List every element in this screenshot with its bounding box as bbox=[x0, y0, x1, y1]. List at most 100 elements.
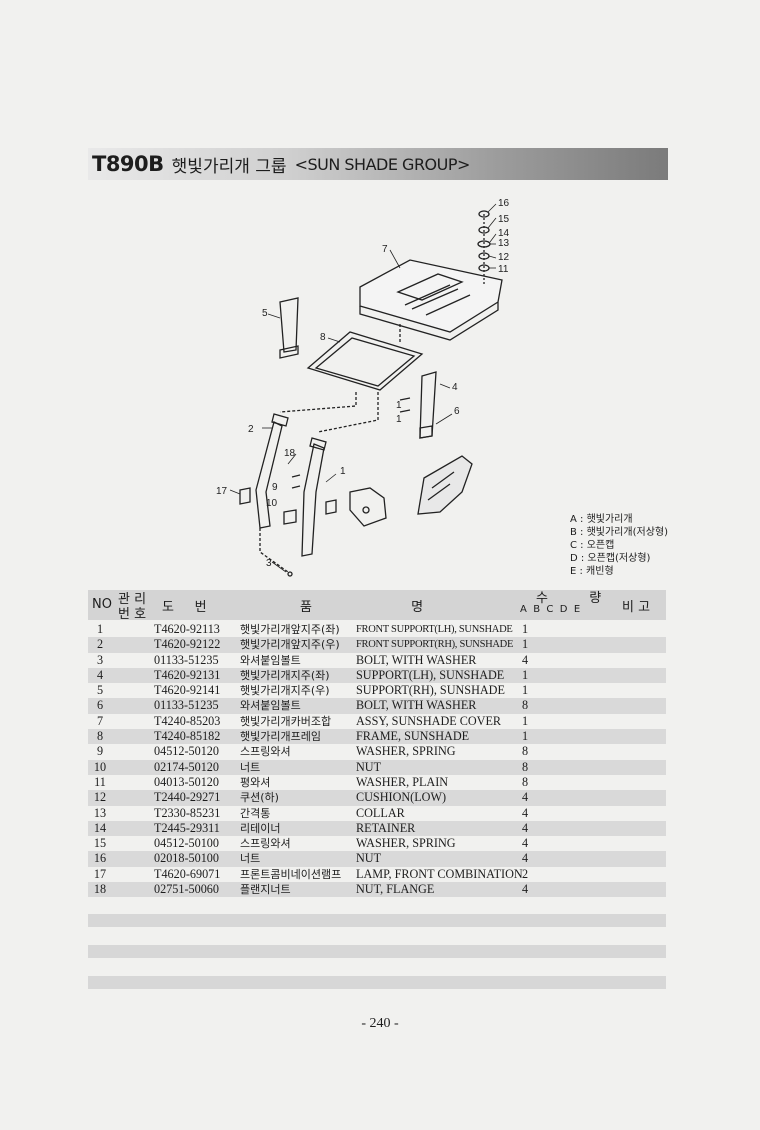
row-no: 10 bbox=[93, 759, 107, 774]
row-part-number: 04512-50120 bbox=[154, 744, 219, 759]
callout-7: 7 bbox=[382, 244, 388, 255]
row-name-kr: 프론트콤비네이션램프 bbox=[240, 867, 342, 881]
row-name-en: SUPPORT(LH), SUNSHADE bbox=[356, 667, 505, 682]
row-name-en: RETAINER bbox=[356, 820, 416, 835]
row-no: 7 bbox=[96, 713, 104, 728]
header-mgmt-1: 관 리 bbox=[118, 592, 147, 607]
callout-18: 18 bbox=[284, 448, 296, 459]
legend-item: C : 오픈캡 bbox=[570, 540, 615, 551]
legend-item: D : 오픈캡(저상형) bbox=[570, 553, 651, 564]
model-number: T890B bbox=[92, 152, 164, 176]
row-name-en: WASHER, PLAIN bbox=[356, 774, 449, 789]
row-no: 14 bbox=[93, 820, 107, 835]
empty-table-row bbox=[88, 945, 666, 958]
row-qty-a: 4 bbox=[521, 820, 529, 835]
callout-6: 6 bbox=[454, 406, 460, 417]
row-no: 18 bbox=[93, 882, 107, 897]
title-bar bbox=[88, 148, 668, 180]
header-qty-cols: A B C D E bbox=[520, 604, 581, 615]
callout-5: 5 bbox=[262, 308, 268, 319]
row-name-en: WASHER, SPRING bbox=[356, 836, 456, 851]
row-name-en: ASSY, SUNSHADE COVER bbox=[356, 713, 502, 728]
legend-item: E : 캐빈형 bbox=[570, 566, 614, 577]
row-qty-a: 4 bbox=[521, 790, 529, 805]
row-name-en: FRONT SUPPORT(RH), SUNSHADE bbox=[356, 639, 514, 651]
row-part-number: 01133-51235 bbox=[154, 652, 219, 667]
row-qty-a: 8 bbox=[521, 774, 529, 789]
callout-3: 3 bbox=[266, 558, 272, 569]
row-name-kr: 와셔붙임볼트 bbox=[240, 699, 301, 713]
row-no: 9 bbox=[96, 744, 104, 759]
row-part-number: T2445-29311 bbox=[154, 820, 220, 835]
row-name-en: WASHER, SPRING bbox=[356, 744, 456, 759]
row-qty-a: 1 bbox=[521, 622, 529, 636]
row-name-en: BOLT, WITH WASHER bbox=[356, 652, 477, 667]
callout-12: 12 bbox=[498, 252, 510, 263]
callout-4: 4 bbox=[452, 382, 458, 393]
row-name-kr: 리테이너 bbox=[240, 821, 281, 835]
legend-item: B : 햇빛가리개(저상형) bbox=[570, 527, 668, 538]
row-name-en: CUSHION(LOW) bbox=[356, 790, 447, 805]
row-part-number: 04512-50100 bbox=[154, 836, 219, 851]
row-qty-a: 1 bbox=[521, 729, 529, 744]
row-part-number: T2330-85231 bbox=[154, 805, 221, 820]
row-name-en: NUT, FLANGE bbox=[356, 882, 435, 897]
header-qty: 수 량 bbox=[536, 591, 602, 606]
row-no: 6 bbox=[96, 698, 104, 713]
row-qty-a: 1 bbox=[521, 683, 529, 698]
callout-10: 10 bbox=[266, 498, 278, 509]
header-drawing: 도 번 bbox=[162, 600, 207, 615]
row-name-kr: 햇빛가리개앞지주(좌) bbox=[240, 623, 340, 636]
row-no: 17 bbox=[93, 866, 107, 881]
row-name-kr: 햇빛가리개앞지주(우) bbox=[240, 638, 340, 652]
model-legend: A : 햇빛가리개 B : 햇빛가리개(저상형) C : 오픈캡 D : 오픈캡… bbox=[570, 513, 668, 578]
row-name-kr: 햇빛가리개카버조합 bbox=[240, 714, 332, 728]
table-row: 3 01133-51235 와셔붙임볼트 BOLT, WITH WASHER 4 bbox=[88, 653, 666, 668]
row-name-kr: 스프링와셔 bbox=[240, 837, 291, 851]
row-qty-a: 4 bbox=[521, 836, 529, 851]
header-no: NO bbox=[92, 597, 112, 612]
row-name-kr: 플랜지너트 bbox=[240, 883, 291, 897]
callout-17: 17 bbox=[216, 486, 228, 497]
row-name-kr: 너트 bbox=[240, 760, 261, 774]
row-name-kr: 간격통 bbox=[240, 806, 271, 820]
callout-13: 13 bbox=[498, 238, 510, 249]
row-no: 12 bbox=[93, 790, 107, 805]
row-no: 3 bbox=[96, 652, 104, 667]
row-no: 15 bbox=[93, 836, 107, 851]
title-english: <SUN SHADE GROUP> bbox=[294, 154, 471, 174]
callout-1-upper: 1 bbox=[396, 400, 402, 411]
row-qty-a: 8 bbox=[521, 744, 529, 759]
row-no: 16 bbox=[93, 851, 107, 866]
row-part-number: T4620-92141 bbox=[154, 683, 221, 698]
row-name-kr: 와셔붙임볼트 bbox=[240, 653, 301, 667]
row-part-number: T4240-85203 bbox=[154, 713, 221, 728]
callout-8: 8 bbox=[320, 332, 326, 343]
callout-15: 15 bbox=[498, 214, 510, 225]
row-no: 13 bbox=[93, 805, 107, 820]
row-no: 2 bbox=[96, 637, 104, 652]
table-row: 15 04512-50100 스프링와셔 WASHER, SPRING 4 bbox=[88, 836, 666, 851]
page-title: T890B 햇빛가리개 그룹 <SUN SHADE GROUP> bbox=[92, 150, 470, 178]
page-number: - 240 - bbox=[361, 1016, 399, 1031]
row-qty-a: 4 bbox=[521, 882, 529, 897]
row-part-number: 01133-51235 bbox=[154, 698, 219, 713]
row-qty-a: 4 bbox=[521, 652, 529, 667]
row-name-kr: 햇빛가리개지주(우) bbox=[240, 684, 330, 698]
empty-table-row bbox=[88, 976, 666, 989]
row-part-number: T4240-85182 bbox=[154, 729, 221, 744]
row-no: 5 bbox=[96, 683, 104, 698]
row-no: 4 bbox=[96, 667, 104, 682]
row-name-en: NUT bbox=[356, 759, 382, 774]
row-qty-a: 2 bbox=[521, 866, 529, 881]
row-qty-a: 4 bbox=[521, 805, 529, 820]
